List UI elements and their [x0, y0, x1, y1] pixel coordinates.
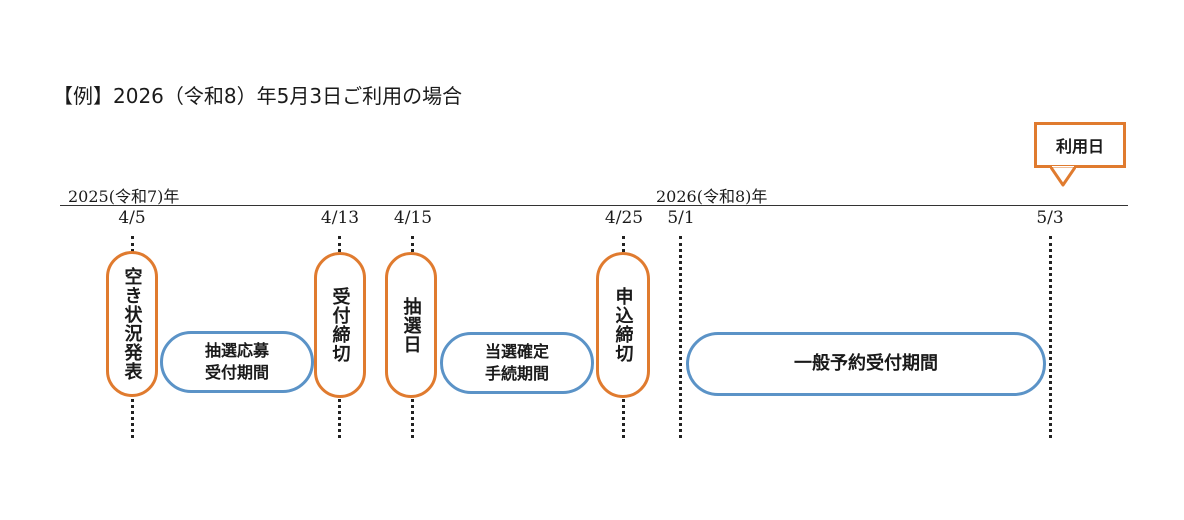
date-label-4-5: 4/5 [118, 208, 146, 228]
milestone-booking-deadline: 申込締切 [596, 252, 650, 398]
date-label-4-25: 4/25 [604, 208, 644, 228]
milestone-lottery-day: 抽選日 [385, 252, 437, 398]
date-label-5-1: 5/1 [667, 208, 695, 228]
tick-line-5-1 [679, 236, 682, 438]
year-label-2026: 2026(令和8)年 [656, 187, 768, 206]
callout-pointer-icon [1050, 166, 1076, 187]
date-label-4-13: 4/13 [320, 208, 360, 228]
period-general-booking: 一般予約受付期間 [686, 332, 1046, 396]
milestone-availability: 空き状況発表 [106, 251, 158, 397]
date-label-5-3: 5/3 [1036, 208, 1064, 228]
period-winner-procedure: 当選確定 手続期間 [440, 332, 594, 394]
tick-line-5-3 [1049, 236, 1052, 438]
timeline-baseline [60, 205, 1128, 206]
page-title: 【例】2026（令和8）年5月3日ご利用の場合 [53, 84, 463, 108]
year-label-2025: 2025(令和7)年 [68, 187, 180, 206]
usage-day-callout: 利用日 [1034, 122, 1126, 168]
milestone-application-deadline: 受付締切 [314, 252, 366, 398]
date-label-4-15: 4/15 [393, 208, 433, 228]
period-lottery-application: 抽選応募 受付期間 [160, 331, 314, 393]
